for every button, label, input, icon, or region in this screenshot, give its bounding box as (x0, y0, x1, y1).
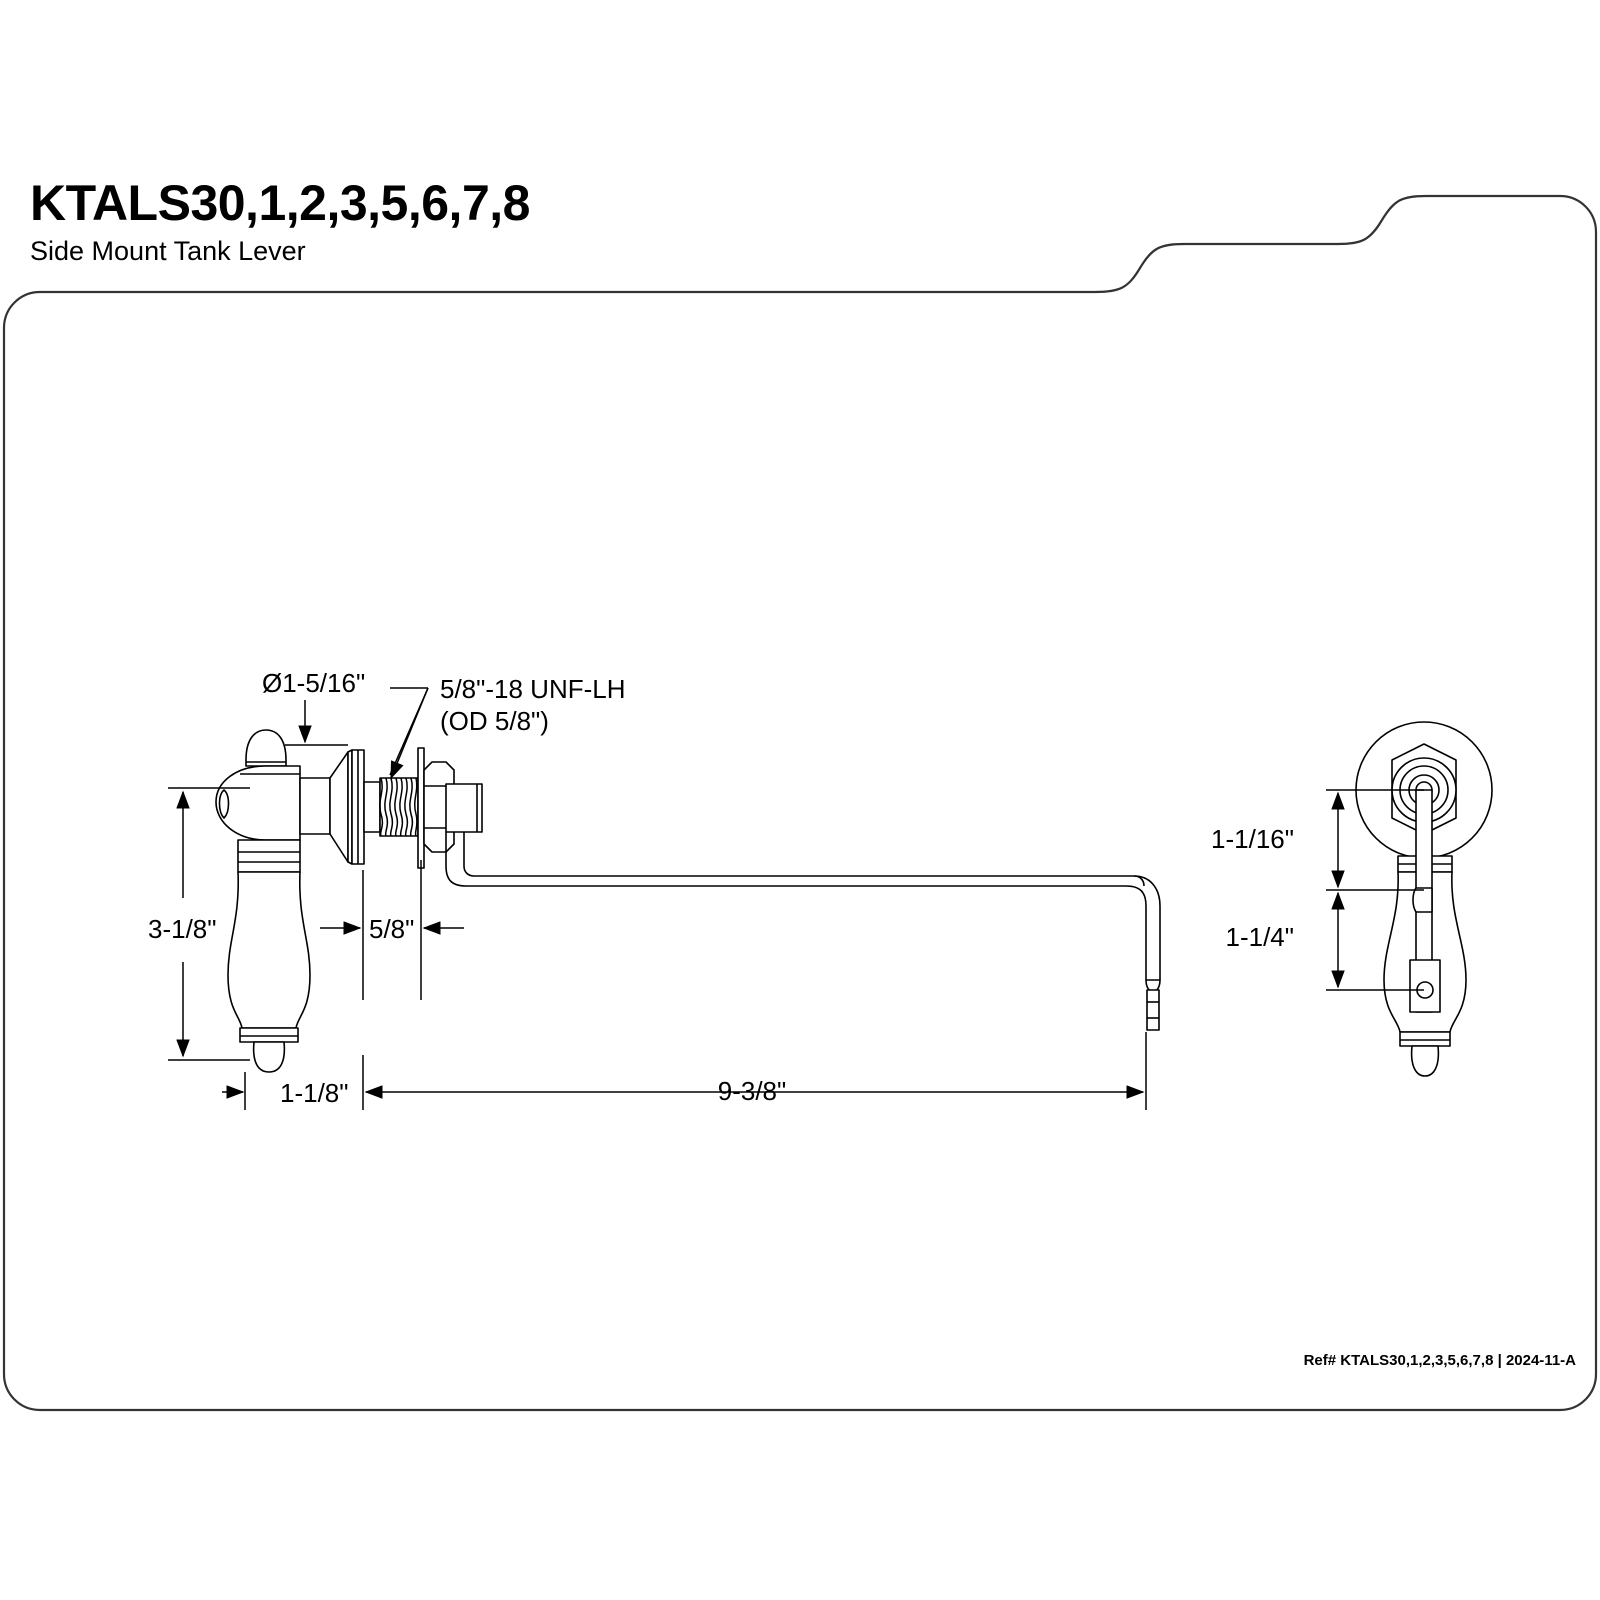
dim-label-thread-line2: (OD 5/8") (440, 706, 549, 736)
drawing-border-frame (2, 194, 1598, 1412)
top-finial-ball (245, 729, 287, 767)
dim-label-front-lower-offset: 1-1/4" (1226, 922, 1295, 952)
dim-label-front-top-offset: 1-1/16" (1211, 824, 1294, 854)
lever-arm-rod-inner (463, 832, 1145, 887)
title-block: KTALS30,1,2,3,5,6,7,8 Side Mount Tank Le… (30, 178, 930, 265)
handle-base-collar (239, 1027, 299, 1043)
lever-arm-rod-bend-outer (1133, 875, 1161, 907)
mounting-plate (417, 747, 425, 869)
front-base-collar (1399, 1031, 1451, 1047)
dim-label-escutcheon-diameter: Ø1-5/16" (262, 668, 365, 698)
page-subtitle: Side Mount Tank Lever (30, 236, 306, 266)
dim-label-mount-depth: 5/8" (369, 914, 414, 944)
lever-arm-rod (445, 832, 1147, 980)
front-arm-strap-pivot-upper (1412, 887, 1433, 913)
thread-hatching (379, 777, 418, 837)
arm-hub-block (445, 783, 483, 833)
footer-reference: Ref# KTALS30,1,2,3,5,6,7,8 | 2024-11-A (1303, 1352, 1576, 1369)
front-bottom-finial (1410, 1045, 1440, 1077)
dim-label-handle-width: 1-1/8" (280, 1078, 349, 1108)
dim-label-handle-height: 3-1/8" (148, 914, 217, 944)
dim-thread-leader-arrow (390, 687, 429, 780)
sphere-side-facet (218, 789, 230, 819)
rod-tip-shaft (1146, 989, 1160, 1031)
bottom-finial-ball (252, 1041, 286, 1073)
dim-label-thread-line1: 5/8"-18 UNF-LH (440, 674, 626, 704)
dim-label-arm-length: 9-3/8" (718, 1076, 787, 1106)
page-title: KTALS30,1,2,3,5,6,7,8 (30, 175, 530, 231)
